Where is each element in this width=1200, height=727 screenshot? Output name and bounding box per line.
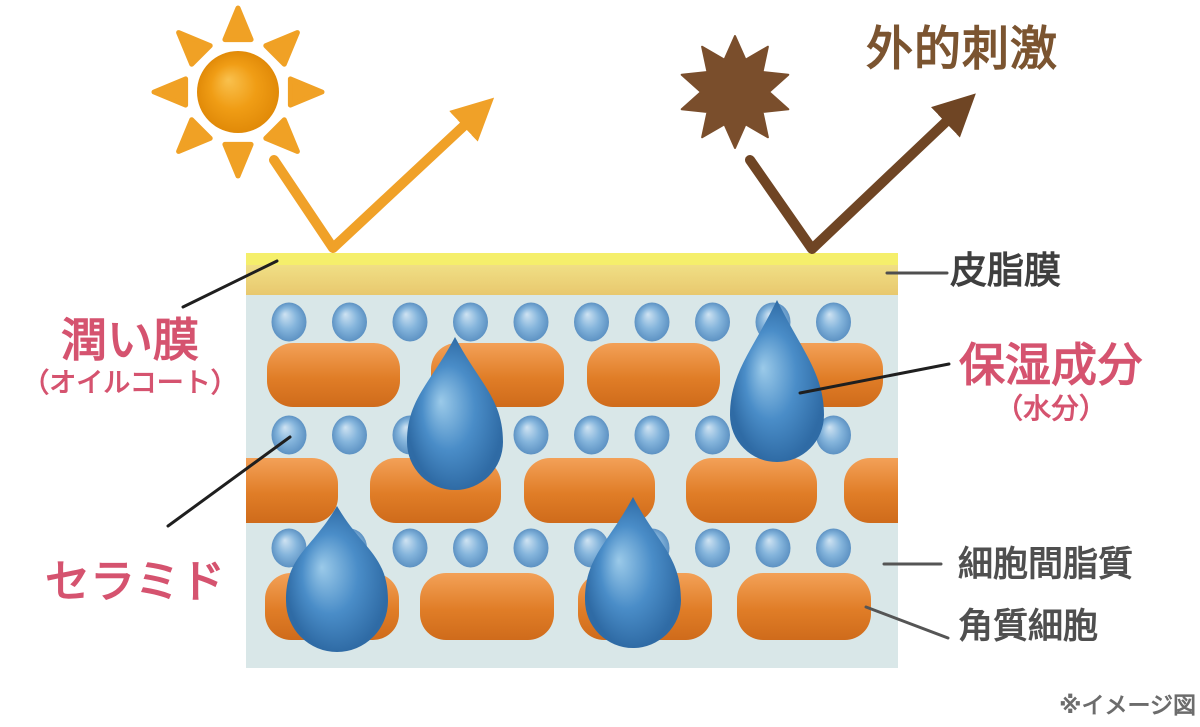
corneocyte-brick	[246, 458, 338, 523]
leader-line	[181, 259, 279, 309]
ceramide-sphere	[271, 528, 307, 568]
label-moisture-film-block: 潤い膜 （オイルコート）	[14, 314, 246, 398]
label-moisturizing-ingredient-block: 保湿成分 （水分）	[948, 339, 1154, 424]
ceramide-sphere	[392, 302, 428, 342]
ceramide-sphere	[695, 415, 730, 455]
sun-ray	[287, 76, 325, 108]
ceramide-sphere	[513, 415, 549, 455]
sun-ray	[263, 30, 300, 67]
label-corneocyte: 角質細胞	[958, 607, 1099, 646]
corneocyte-brick	[844, 458, 898, 523]
ceramide-sphere	[453, 302, 488, 342]
label-intercellular-lipids: 細胞間脂質	[958, 545, 1134, 584]
water-droplet	[286, 506, 388, 652]
sebum-film-layer	[246, 265, 898, 295]
ceramide-sphere	[695, 528, 730, 568]
ceramide-sphere	[332, 415, 367, 455]
ceramide-sphere	[271, 302, 307, 342]
ceramide-sphere	[513, 528, 549, 568]
ceramide-sphere	[816, 528, 851, 568]
sun-ray	[222, 141, 254, 179]
leader-line	[798, 362, 951, 395]
ceramide-sphere	[755, 528, 791, 568]
label-moisture-film-sub: （オイルコート）	[22, 367, 238, 398]
label-moisturizing-ingredient-sub: （水分）	[994, 392, 1107, 424]
corneocyte-brick	[267, 343, 400, 407]
water-droplet	[729, 300, 824, 463]
ceramide-sphere	[574, 302, 609, 342]
label-external-stimuli: 外的刺激	[866, 22, 1058, 75]
leader-line	[166, 435, 292, 528]
water-droplet	[585, 497, 681, 648]
leader-line	[864, 605, 950, 640]
sun-ray	[151, 76, 189, 108]
ceramide-sphere	[634, 302, 670, 342]
corneocyte-brick	[587, 343, 720, 407]
ceramide-sphere	[332, 302, 367, 342]
ceramide-sphere	[453, 528, 488, 568]
ceramide-sphere	[695, 302, 730, 342]
label-sebum-film: 皮脂膜	[950, 250, 1061, 291]
image-caption: ※イメージ図	[1059, 692, 1196, 718]
sun-ray	[176, 117, 213, 154]
burst-star-icon	[680, 35, 790, 149]
ceramide-sphere	[634, 415, 670, 455]
ceramide-sphere	[816, 415, 851, 455]
ceramide-sphere	[816, 302, 851, 342]
corneocyte-brick	[686, 458, 817, 523]
water-droplet	[407, 337, 503, 490]
ceramide-sphere	[574, 415, 609, 455]
sun-ray	[222, 5, 254, 43]
label-moisture-film: 潤い膜	[61, 314, 199, 366]
stimuli-bounce-arrow	[745, 93, 976, 254]
corneocyte-brick	[420, 573, 554, 640]
moisture-film-layer	[246, 253, 898, 265]
sun-disc	[197, 51, 279, 133]
sun-ray	[176, 30, 213, 67]
label-ceramide: セラミド	[44, 556, 225, 607]
ceramide-sphere	[392, 528, 428, 568]
sun-icon	[151, 5, 325, 179]
corneocyte-brick	[524, 458, 655, 523]
sun-ray	[263, 117, 300, 154]
label-moisturizing-ingredient: 保湿成分	[959, 339, 1143, 391]
corneocyte-brick	[737, 573, 871, 640]
uv-bounce-arrow	[269, 97, 495, 253]
ceramide-sphere	[513, 302, 549, 342]
ceramide-sphere	[271, 415, 307, 455]
